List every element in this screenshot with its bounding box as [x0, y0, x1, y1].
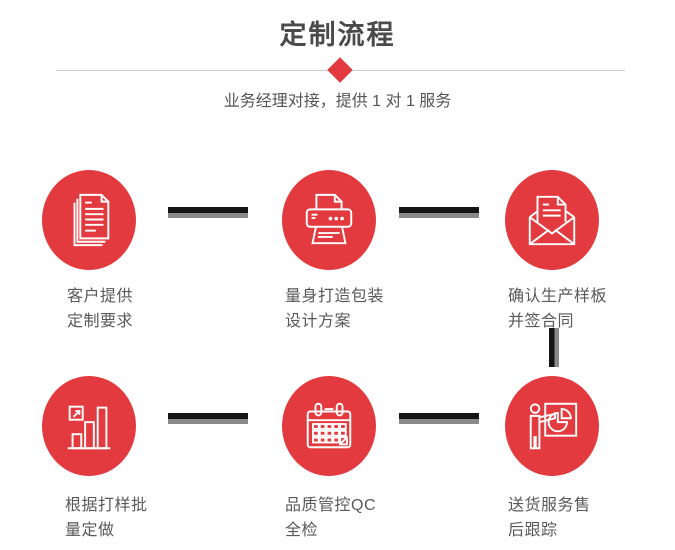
- step-label-delivery-service: 送货服务售 后跟踪: [508, 493, 591, 543]
- documents-icon: [73, 193, 110, 247]
- step-label-line: 确认生产样板: [508, 288, 608, 305]
- connector-step1-step2: [168, 207, 248, 218]
- connector-step3-step6: [549, 328, 559, 367]
- calendar-icon: [306, 402, 352, 449]
- step-label-line: 量身打造包装: [285, 288, 385, 305]
- step-label-line: 客户提供: [67, 288, 134, 305]
- step-label-line: 并签合同: [508, 313, 575, 330]
- step-label-design: 量身打造包装 设计方案: [285, 284, 384, 334]
- section-subtitle: 业务经理对接，提供 1 对 1 服务: [223, 93, 452, 110]
- step-circle-qc: [282, 376, 376, 476]
- step-label-customer-docs: 客户提供 定制要求: [67, 284, 133, 334]
- step-label-line: 量定做: [65, 522, 115, 539]
- step-circle-sample-contract: [505, 170, 599, 270]
- connector-step2-step3: [399, 207, 479, 218]
- presentation-icon: [529, 402, 578, 450]
- step-label-line: 根据打样批: [65, 497, 148, 514]
- step-circle-delivery-service: [505, 376, 599, 476]
- printer-icon: [305, 193, 353, 245]
- step-label-batch-production: 根据打样批 量定做: [65, 493, 148, 543]
- step-label-line: 设计方案: [285, 313, 352, 330]
- step-label-qc: 品质管控QC 全检: [285, 493, 376, 543]
- step-label-line: 送货服务售: [508, 497, 591, 514]
- step-label-sample-contract: 确认生产样板 并签合同: [508, 284, 607, 334]
- step-circle-customer-docs: [42, 170, 136, 270]
- step-label-line: 后跟踪: [508, 522, 558, 539]
- step-label-line: 定制要求: [67, 313, 134, 330]
- step-label-line: 全检: [285, 522, 319, 539]
- step-circle-batch-production: [42, 376, 136, 476]
- connector-step4-step5: [168, 413, 248, 424]
- bar-chart-icon: [67, 405, 111, 450]
- connector-step5-step6: [399, 413, 479, 424]
- page-title: 定制流程: [279, 20, 396, 50]
- step-circle-design: [282, 170, 376, 270]
- step-label-line: 品质管控QC: [285, 497, 377, 514]
- envelope-icon: [528, 195, 576, 246]
- diamond-icon: [327, 57, 353, 83]
